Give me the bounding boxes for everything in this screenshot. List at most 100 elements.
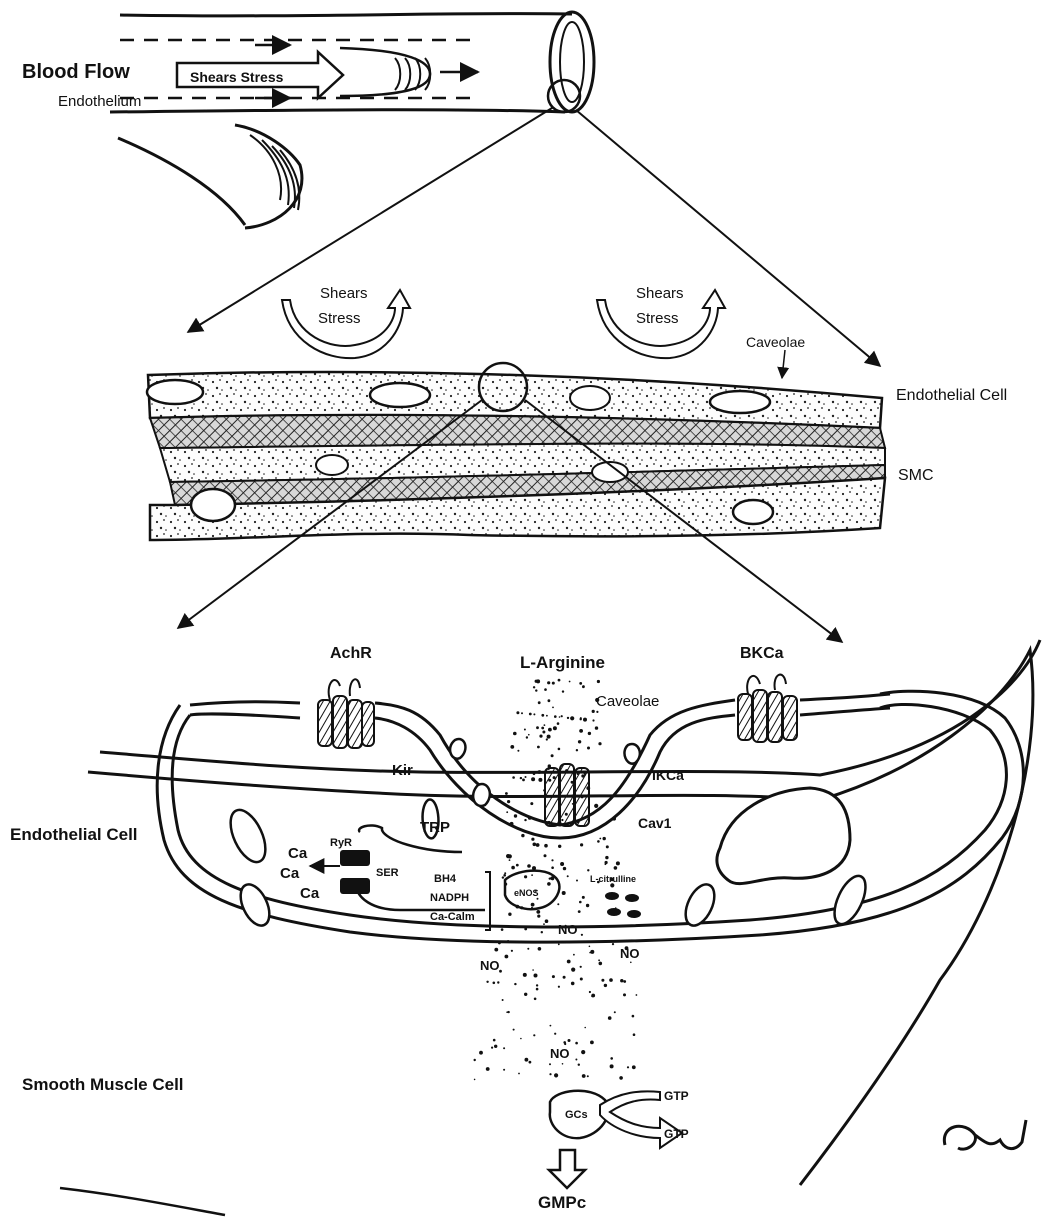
no-particle [538, 947, 542, 951]
no-particle [572, 803, 574, 805]
no-particle [524, 819, 526, 821]
no-particle [527, 948, 529, 950]
bkca-label: BKCa [740, 645, 784, 662]
no-particle [534, 998, 537, 1001]
no-particle [554, 715, 557, 718]
no-particle [494, 948, 498, 952]
no-particle [583, 685, 585, 687]
no-particle [580, 978, 583, 981]
no-particle [508, 913, 511, 916]
no-particle [537, 746, 540, 749]
ser-label: SER [376, 867, 399, 879]
no-particle [562, 941, 564, 943]
no-particle [560, 862, 564, 866]
no-particle [509, 859, 511, 861]
no-particle [587, 1075, 589, 1077]
caveolae-label-bottom: Caveolae [596, 693, 659, 710]
no-particle [633, 1033, 636, 1036]
no-particle [548, 728, 552, 732]
no-particle [579, 682, 582, 685]
no-particle [548, 779, 551, 782]
no-particle [623, 980, 626, 983]
no-particle [558, 679, 561, 682]
no-particle [552, 682, 555, 685]
stress-label-right: Stress [636, 310, 679, 327]
caveolae-pointer [782, 350, 785, 378]
l-arginine-label: L-Arginine [520, 653, 605, 672]
ca-label-1: Ca [288, 845, 308, 862]
blood-flow-label: Blood Flow [22, 61, 130, 83]
no-particle [581, 934, 583, 936]
no-particle [510, 745, 514, 749]
no-particle [533, 1034, 535, 1036]
ikca-label: IKCa [652, 767, 684, 783]
no-particle [544, 854, 547, 857]
no-particle [580, 718, 582, 720]
no-particle [491, 1047, 493, 1049]
no-particle [544, 724, 546, 726]
no-particle [562, 891, 566, 895]
no-particle [531, 777, 535, 781]
no-particle [610, 1057, 613, 1060]
no-particle [536, 843, 540, 847]
no-particle [553, 726, 557, 730]
no-particle [576, 749, 578, 751]
no-particle [518, 1073, 520, 1075]
no-label-1: NO [558, 922, 578, 937]
no-particle [546, 715, 548, 717]
bkca-channel [738, 675, 797, 742]
no-particle [614, 1011, 616, 1013]
signature [944, 1120, 1026, 1149]
no-particle [603, 837, 606, 840]
no-particle [583, 718, 587, 722]
ca-label-2: Ca [280, 865, 300, 882]
no-particle [575, 1059, 577, 1061]
no-particle [529, 713, 532, 716]
no-particle [520, 1038, 522, 1040]
no-particle [605, 863, 607, 865]
no-particle [503, 874, 506, 877]
no-particle [561, 819, 563, 821]
no-particle [564, 1043, 566, 1045]
no-particle [537, 915, 540, 918]
nucleus-bottom [717, 788, 850, 884]
no-particle [547, 735, 551, 739]
no-particle [544, 844, 548, 848]
no-particle [596, 711, 598, 713]
no-particle [592, 719, 594, 721]
no-particle [536, 984, 538, 986]
no-particle [558, 845, 561, 848]
no-particle [601, 979, 604, 982]
no-particle [516, 905, 520, 909]
bh4-label: BH4 [434, 873, 457, 885]
no-particle [586, 786, 590, 790]
no-particle [581, 795, 584, 798]
no-particle [530, 802, 533, 805]
no-particle [595, 726, 598, 729]
no-particle [501, 928, 504, 931]
no-particle [547, 821, 550, 824]
no-particle [582, 1074, 586, 1078]
gmpc-arrow [549, 1150, 585, 1188]
no-particle [571, 794, 574, 797]
l-citrulline-label: L-citrulline [590, 874, 636, 884]
no-particle [577, 820, 580, 823]
no-particle [538, 778, 542, 782]
no-particle [580, 843, 583, 846]
no-particle [563, 867, 566, 870]
no-particle [578, 1064, 580, 1066]
no-particle [620, 979, 623, 982]
no-particle [531, 874, 533, 876]
no-particle [616, 861, 620, 865]
no-particle [587, 747, 590, 750]
no-particle [557, 722, 560, 725]
no-particle [502, 876, 504, 878]
no-particle [575, 1042, 578, 1045]
no-particle [567, 717, 569, 719]
no-particle [579, 729, 583, 733]
gcs-label: GCs [565, 1109, 588, 1121]
no-particle [549, 878, 551, 880]
no-particle [579, 901, 582, 904]
no-particle [619, 1076, 623, 1080]
no-particle [609, 978, 613, 982]
